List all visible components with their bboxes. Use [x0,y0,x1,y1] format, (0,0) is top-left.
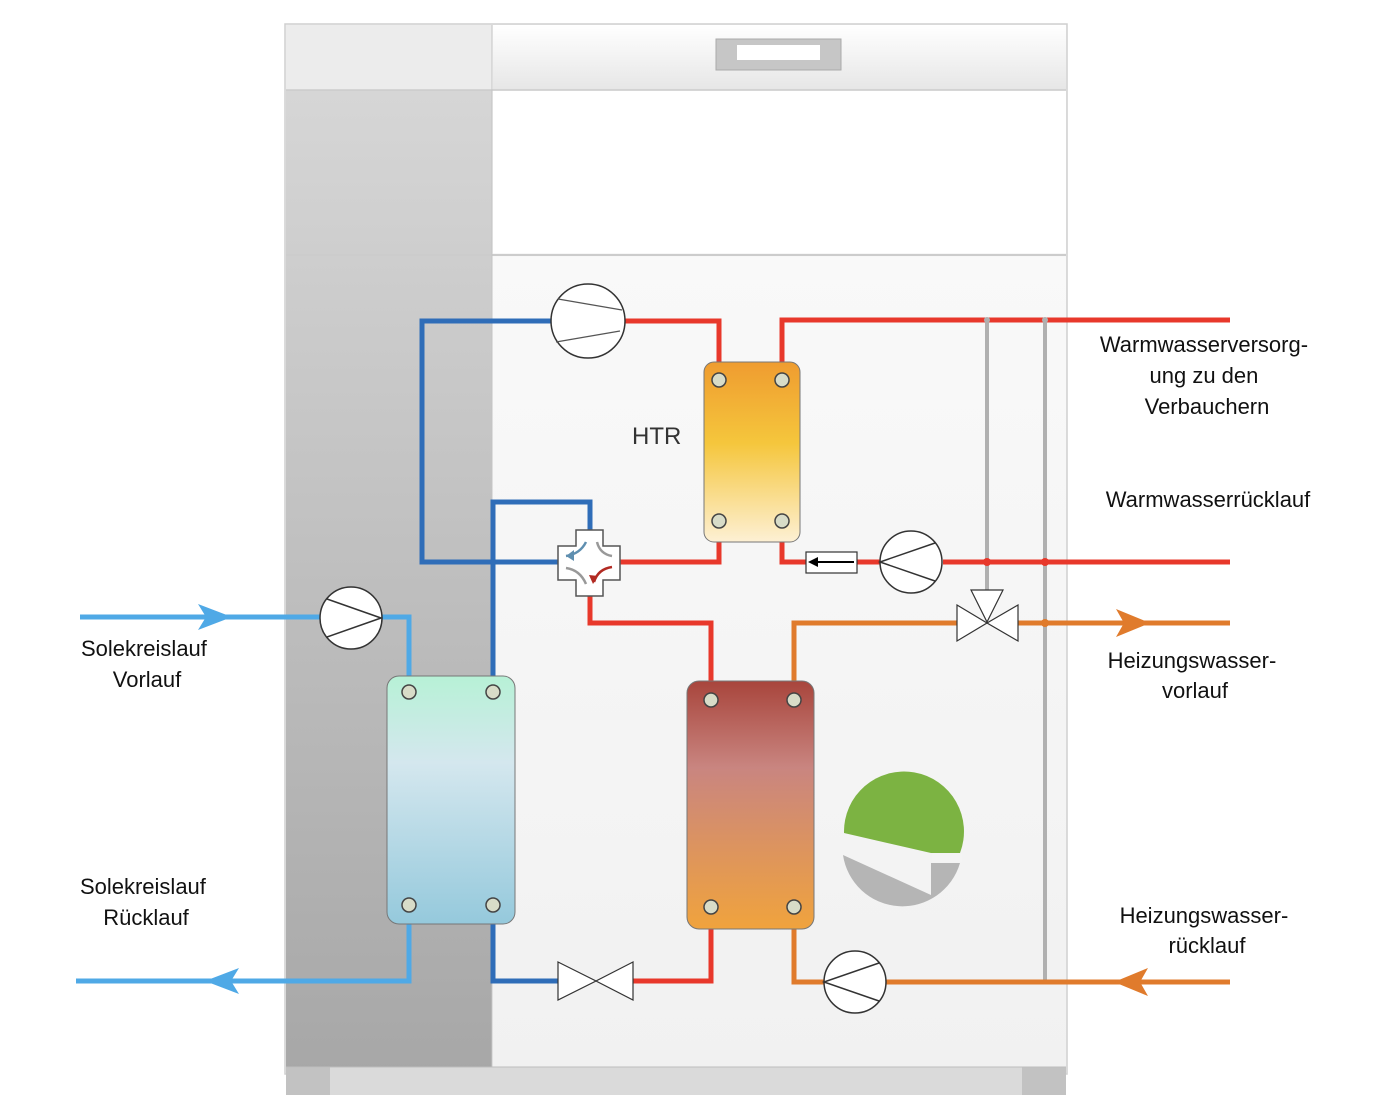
brine-inflow-arrow-icon [198,604,232,630]
heating-pump-icon [821,950,887,1014]
brine-pump-icon [319,586,384,650]
warmwasser-versorgung-label: Warmwasserversorg- ung zu den Verbaucher… [1100,332,1314,419]
sole-vorlauf-label: Solekreislauf Vorlauf [81,636,213,692]
heizungswasser-vorlauf-label: Heizungswasser- vorlauf [1108,648,1283,703]
heating-return-arrow-icon [1114,968,1148,996]
heating-supply-arrow-icon [1116,609,1150,637]
evaporator [386,675,516,925]
warmwasser-ruecklauf-label: Warmwasserrücklauf [1106,487,1311,512]
pipe-junctions [490,317,1049,627]
display-panel [715,38,842,71]
brine-pipes [76,614,412,984]
brine-outflow-arrow-icon [205,968,239,994]
hot-water-pump-icon [877,530,943,594]
brand-logo-icon [843,771,964,907]
htr-heat-exchanger [703,361,801,543]
heizungswasser-ruecklauf-label: Heizungswasser- rücklauf [1120,903,1295,958]
four-way-valve-icon [557,529,621,597]
check-valve-icon [805,551,858,574]
condenser [686,680,815,930]
expansion-valve-icon [557,961,634,1001]
bypass-pipes [985,320,1047,982]
htr-label: HTR [632,423,681,450]
three-way-valve-icon [956,589,1019,643]
sole-ruecklauf-label: Solekreislauf Rücklauf [80,874,212,930]
compressor-icon [550,283,626,359]
